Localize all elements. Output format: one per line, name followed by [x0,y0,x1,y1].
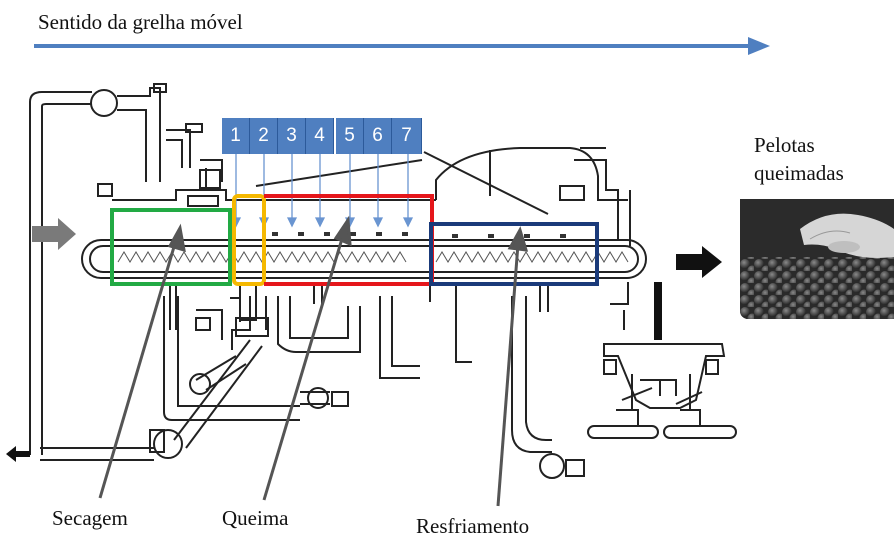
burning-label: Queima [222,506,288,531]
zone-box-7: 7 [392,118,422,154]
arrow-left-icon [6,446,30,462]
zone-box-1: 1 [222,118,250,154]
product-label-line1: Pelotas [754,131,844,159]
product-label: Pelotas queimadas [754,131,844,187]
product-label-line2: queimadas [754,159,844,187]
zone-box-4: 4 [306,118,334,154]
black-block-arrow-icon [676,246,722,278]
zone-box-5: 5 [336,118,364,154]
direction-arrow [34,37,770,55]
zone-box-3: 3 [278,118,306,154]
zone-box-6: 6 [364,118,392,154]
zone-box-2: 2 [250,118,278,154]
cooler-discharge-chute [656,282,660,340]
drying-label: Secagem [52,506,128,531]
pellets-photo [740,199,894,319]
gray-block-arrow-icon [32,218,76,250]
grate-teeth [118,252,628,262]
cooling-zone-frame [431,224,597,284]
cooling-label: Resfriamento [416,514,529,539]
